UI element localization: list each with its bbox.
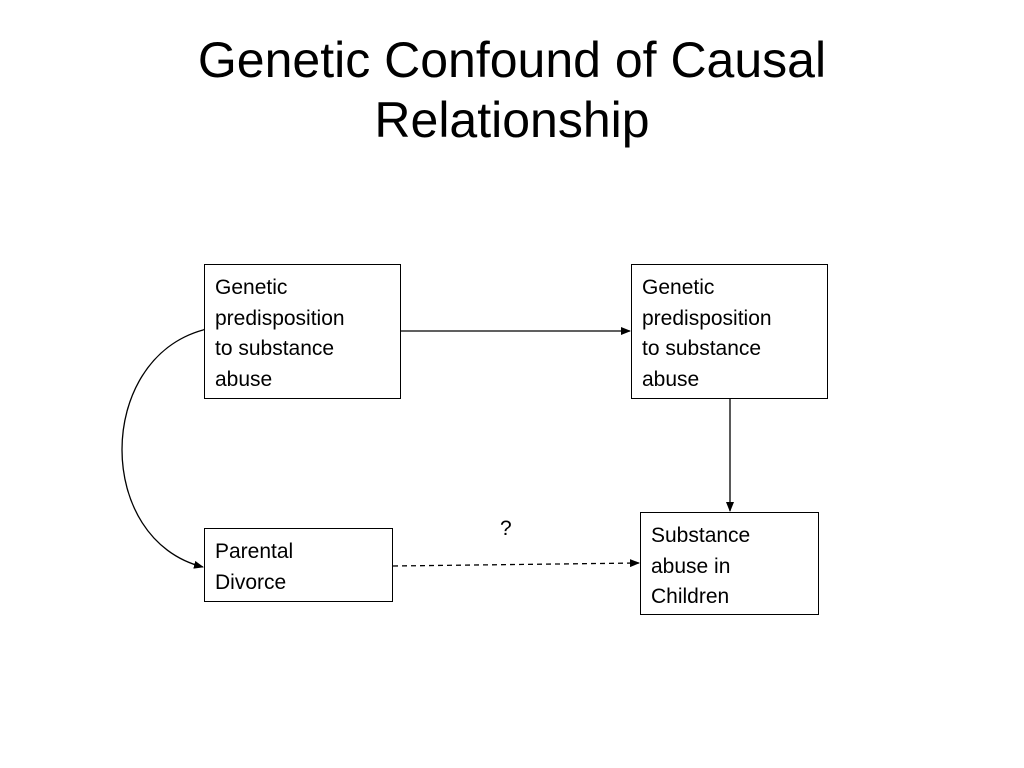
slide-title-line-1: Genetic Confound of Causal xyxy=(197,32,827,88)
genetic-predisposition-child-box: Genetic predisposition to substance abus… xyxy=(631,264,828,399)
parental-divorce-box: Parental Divorce xyxy=(204,528,393,602)
box-line: abuse in xyxy=(651,554,731,578)
box-line: Divorce xyxy=(215,570,287,594)
slide-title: Genetic Confound of Causal Relationship xyxy=(0,30,1024,150)
slide-title-line-2: Relationship xyxy=(374,92,650,148)
box-line: Genetic xyxy=(642,276,715,299)
box-line: predisposition xyxy=(642,306,772,330)
box-line: to substance xyxy=(215,337,335,360)
genetic-predisposition-parent-box: Genetic predisposition to substance abus… xyxy=(204,264,401,399)
box-line: predisposition xyxy=(215,306,345,330)
box-line: abuse xyxy=(215,367,273,391)
divorce-to-children-dashed-arrow xyxy=(392,559,640,568)
uncertain-link-label: ? xyxy=(500,517,512,540)
box-line: abuse xyxy=(642,367,700,391)
box-line: to substance xyxy=(642,337,762,360)
box-line: Genetic xyxy=(215,276,288,299)
substance-abuse-children-box: Substance abuse in Children xyxy=(640,512,819,615)
box-line: Substance xyxy=(651,524,751,547)
bidirectional-correlation-arc xyxy=(121,323,213,569)
box-line: Parental xyxy=(215,540,294,563)
box-line: Children xyxy=(651,585,730,608)
